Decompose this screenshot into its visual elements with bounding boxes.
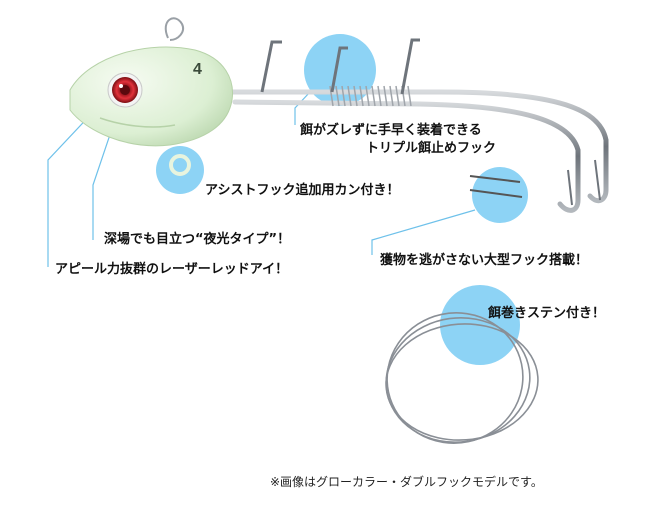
- callout-glow: 深場でも目立つ“夜光タイプ”！: [104, 232, 291, 247]
- stainless-wire-icon: [385, 312, 539, 444]
- highlight-circle-bait-holder: [304, 34, 376, 106]
- callout-bait-holder-line1: 餌がズレずに手早く装着できる: [300, 123, 482, 138]
- highlight-circle-assist-ring: [156, 146, 204, 194]
- line-tie-icon: [164, 17, 184, 41]
- footnote: ※画像はグローカラー・ダブルフックモデルです。: [270, 475, 543, 489]
- laser-eye-icon: [107, 72, 143, 108]
- hook-icon: [222, 38, 609, 213]
- callout-assist-ring: アシストフック追加用カン付き！: [205, 183, 400, 198]
- callout-bait-holder-line2: トリプル餌止めフック: [366, 141, 497, 156]
- callout-laser-eye: アピール力抜群のレーザーレッドアイ！: [55, 262, 289, 277]
- product-mark: 4: [193, 61, 202, 78]
- jig-head-body: [69, 46, 234, 147]
- callout-big-hook: 獲物を逃がさない大型フック搭載！: [380, 253, 589, 268]
- callout-wire: 餌巻きステン付き！: [488, 306, 606, 321]
- assist-ring-icon: [169, 154, 191, 176]
